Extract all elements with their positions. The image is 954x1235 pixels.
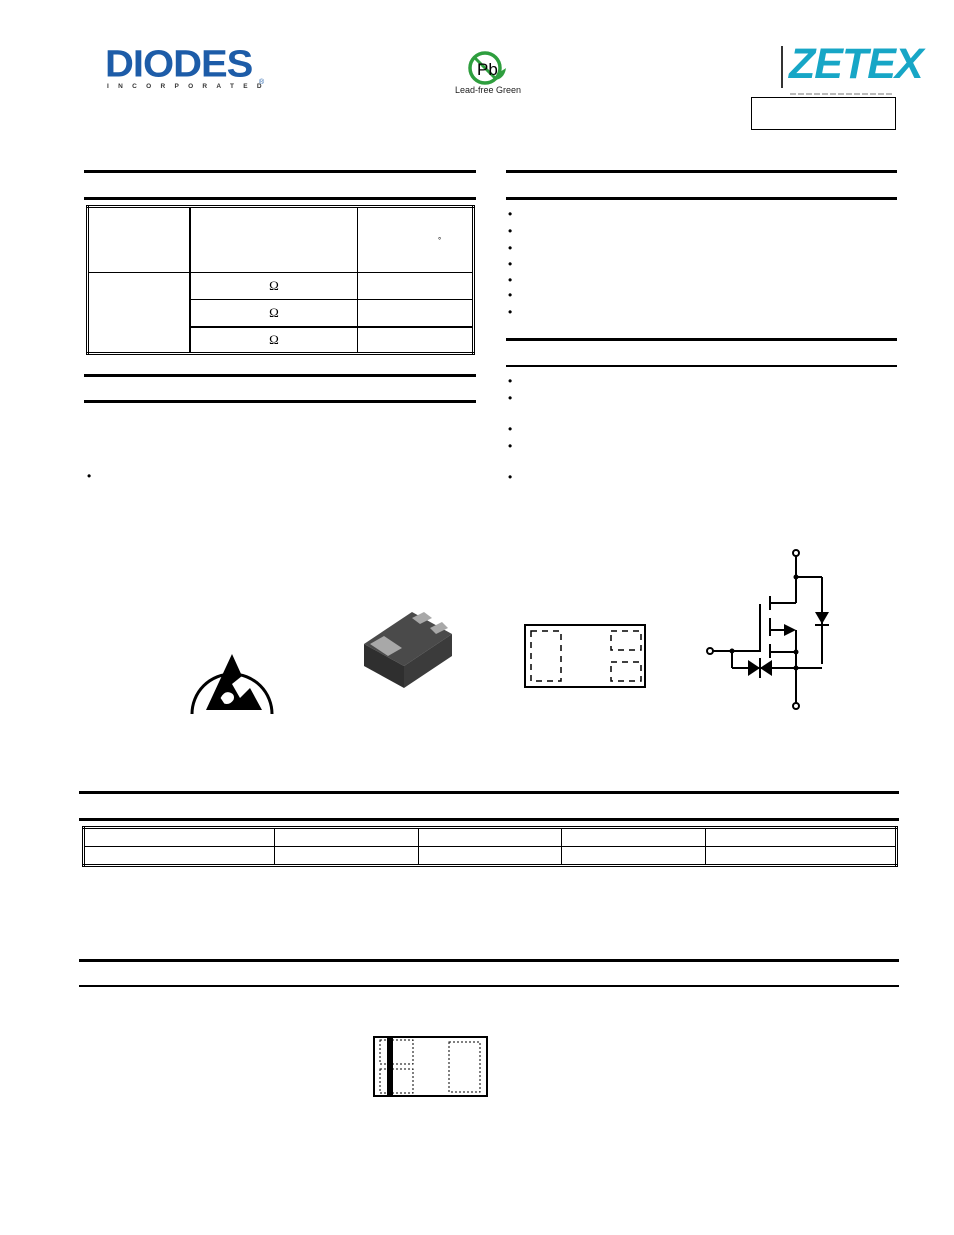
bullet-dot: • xyxy=(508,305,513,319)
lead-free-label: Lead-free Green xyxy=(455,85,522,95)
pinout-top-view-diagram xyxy=(524,624,646,688)
lead-free-icon: Pb xyxy=(468,51,506,85)
mechanical-data-title xyxy=(506,344,897,362)
table-row xyxy=(82,846,898,866)
table-header-row xyxy=(82,827,898,847)
section-rule-bottom xyxy=(84,400,476,403)
feature-item xyxy=(522,289,892,302)
section-rule-top xyxy=(79,791,899,794)
header-cell xyxy=(274,827,419,847)
feature-item xyxy=(522,242,892,255)
bullet-dot: • xyxy=(508,241,513,255)
table-cell xyxy=(82,846,276,866)
table-cell xyxy=(357,299,474,327)
section-rule-top xyxy=(84,170,476,173)
drain-terminal xyxy=(792,549,800,557)
bullet-dot: • xyxy=(508,439,513,453)
feature-item xyxy=(522,274,892,287)
bullet-dot: • xyxy=(87,469,92,483)
mechanical-item xyxy=(522,471,892,484)
table-cell xyxy=(87,272,191,354)
zetex-divider xyxy=(781,46,783,88)
section-rule-top xyxy=(506,170,897,173)
zetex-tagline xyxy=(790,93,892,95)
table-row: Ω xyxy=(87,326,474,354)
features-title xyxy=(506,176,897,194)
table-header-row xyxy=(87,206,474,273)
section-rule-top xyxy=(84,374,476,377)
marking-information-title xyxy=(79,965,899,983)
ohm-symbol: Ω xyxy=(269,304,279,320)
feature-item xyxy=(522,225,892,238)
diodes-logo-subtext: INCORPORATED xyxy=(107,83,271,90)
bullet-dot: • xyxy=(508,257,513,271)
description-bullet xyxy=(100,470,470,484)
product-summary-table: Ω Ω Ω xyxy=(86,205,475,355)
table-cell xyxy=(704,846,898,866)
section-rule-top xyxy=(79,959,899,962)
mechanical-item xyxy=(522,375,892,388)
bullet-dot: • xyxy=(508,422,513,436)
table-cell: Ω xyxy=(189,326,358,354)
table-cell xyxy=(357,326,474,354)
product-summary-title xyxy=(84,176,476,194)
ohm-symbol: Ω xyxy=(269,331,279,347)
bullet-dot: • xyxy=(508,288,513,302)
bullet-dot: • xyxy=(508,224,513,238)
header-cell xyxy=(561,827,706,847)
section-rule-bottom xyxy=(506,365,897,367)
ohm-symbol: Ω xyxy=(269,278,279,293)
marking-diagram xyxy=(373,1036,488,1097)
mechanical-item xyxy=(522,440,892,468)
bullet-dot: • xyxy=(508,374,513,388)
section-rule-bottom xyxy=(79,818,899,821)
bullet-dot: • xyxy=(508,207,513,221)
header-cell xyxy=(82,827,276,847)
table-cell xyxy=(561,846,706,866)
description-title xyxy=(84,380,476,398)
ordering-table xyxy=(82,826,898,867)
mechanical-item xyxy=(522,423,892,436)
table-cell xyxy=(357,272,474,300)
header-cell xyxy=(704,827,898,847)
header-cell xyxy=(357,206,474,273)
table-cell xyxy=(274,846,419,866)
diodes-logo-text: DIODES xyxy=(105,43,253,85)
bullet-dot: • xyxy=(508,391,513,405)
esd-warning-icon xyxy=(190,654,274,715)
part-number-box xyxy=(751,97,896,130)
bullet-dot: • xyxy=(508,470,513,484)
bullet-dot: • xyxy=(508,273,513,287)
feature-item xyxy=(522,208,892,221)
feature-item xyxy=(522,258,892,271)
table-cell: Ω xyxy=(189,272,358,300)
table-cell: Ω xyxy=(189,299,358,327)
degree-symbol: ° xyxy=(438,236,442,245)
header-cell xyxy=(87,206,191,273)
package-3d-render xyxy=(364,612,452,688)
feature-item xyxy=(522,306,892,319)
section-rule-bottom xyxy=(506,197,897,200)
section-rule-top xyxy=(506,338,897,341)
header-cell xyxy=(189,206,358,273)
svg-text:Pb: Pb xyxy=(477,60,498,79)
table-row: Ω xyxy=(87,272,474,354)
mosfet-schematic xyxy=(706,549,829,710)
zetex-logo-text: ZETEX xyxy=(789,40,924,88)
mechanical-item xyxy=(522,392,892,420)
gate-terminal xyxy=(706,647,714,655)
source-terminal xyxy=(792,702,800,710)
section-rule-bottom xyxy=(84,197,476,200)
section-rule-bottom xyxy=(79,985,899,987)
registered-mark: ® xyxy=(259,79,265,86)
header-cell xyxy=(417,827,563,847)
ordering-information-title xyxy=(79,797,899,815)
table-cell xyxy=(417,846,563,866)
